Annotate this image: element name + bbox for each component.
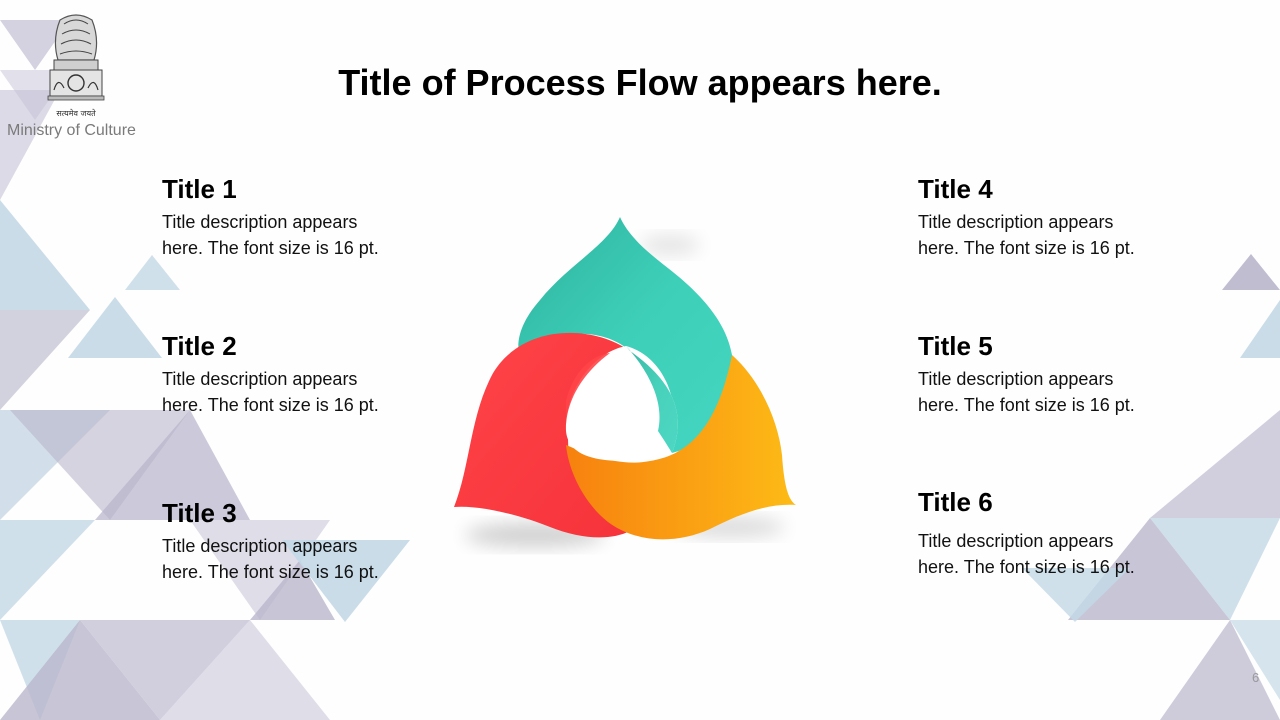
emblem-logo: सत्यमेव जयते	[47, 14, 105, 118]
item-heading: Title 5	[918, 331, 993, 361]
page-number: 6	[1252, 670, 1260, 685]
item-heading: Title 2	[162, 331, 237, 361]
item-title-3: Title 3 Title description appears here. …	[162, 498, 402, 585]
orange-petal	[566, 355, 796, 540]
red-petal	[454, 332, 630, 538]
item-title-2: Title 2 Title description appears here. …	[162, 331, 402, 418]
item-title-1: Title 1 Title description appears here. …	[162, 174, 402, 261]
item-title-4: Title 4 Title description appears here. …	[918, 174, 1158, 261]
item-heading: Title 3	[162, 498, 237, 528]
teal-petal	[518, 217, 734, 453]
item-description: Title description appears here. The font…	[918, 531, 1135, 577]
process-cycle-diagram	[454, 217, 796, 547]
item-description: Title description appears here. The font…	[918, 212, 1135, 258]
item-description: Title description appears here. The font…	[162, 212, 379, 258]
item-description: Title description appears here. The font…	[162, 369, 379, 415]
item-heading: Title 1	[162, 174, 237, 204]
item-title-5: Title 5 Title description appears here. …	[918, 331, 1158, 418]
item-heading: Title 4	[918, 174, 993, 204]
petal-shadow	[640, 235, 700, 255]
slide-title: Title of Process Flow appears here.	[338, 62, 942, 103]
center-hole	[565, 346, 674, 461]
teal-fold	[626, 346, 678, 453]
item-heading: Title 6	[918, 487, 993, 517]
emblem-motto: सत्यमेव जयते	[56, 108, 96, 118]
item-description: Title description appears here. The font…	[162, 536, 379, 582]
item-description: Title description appears here. The font…	[918, 369, 1135, 415]
item-title-6: Title 6 Title description appears here. …	[918, 487, 1158, 580]
ministry-label: Ministry of Culture	[7, 122, 136, 139]
red-fold	[565, 353, 610, 435]
